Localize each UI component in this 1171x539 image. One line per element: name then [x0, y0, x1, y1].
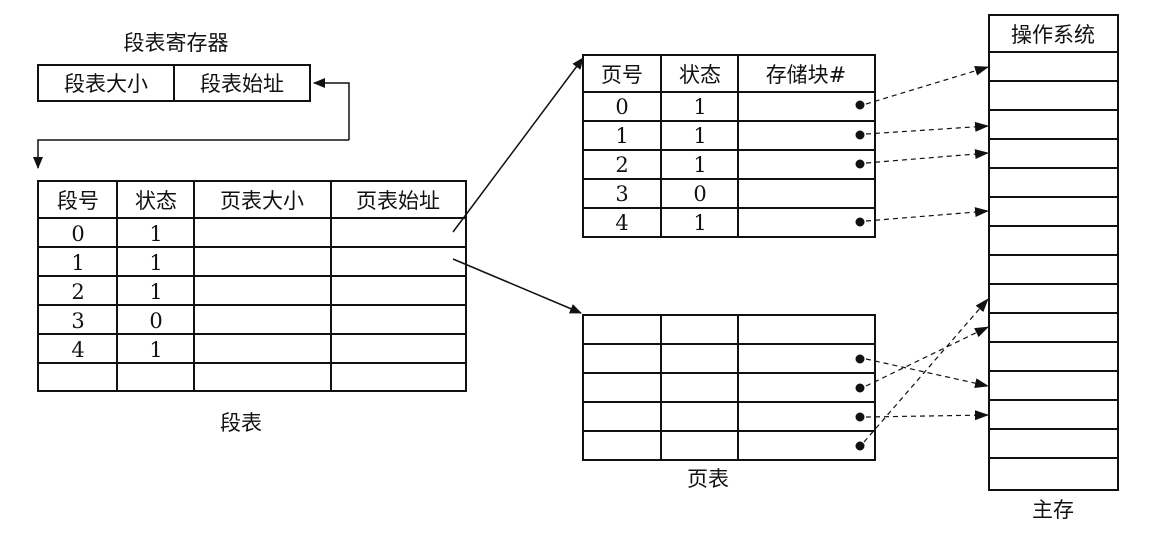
page-table-1-header-status: 状态 — [679, 63, 721, 87]
pt2-page-4-to-frame-arrow — [863, 298, 989, 443]
segment-table-grid — [37, 180, 467, 392]
register-connector — [33, 78, 350, 169]
register-cell-base: 段表始址 — [200, 72, 284, 96]
page-table-2-caption: 页表 — [687, 467, 729, 491]
segment-table-row-2-segno: 2 — [71, 280, 84, 304]
page-table-2-frame-pointer-1 — [855, 354, 865, 364]
segment-table-header-pt-base: 页表始址 — [356, 189, 440, 213]
segment-table-row-3-status: 0 — [149, 309, 162, 333]
segment-table-row-4-status: 1 — [149, 338, 162, 362]
main-memory: 操作系统 主存 — [988, 14, 1119, 522]
page-table-1-grid — [582, 54, 876, 238]
segment-table-row-0-segno: 0 — [71, 222, 84, 246]
pt2-page-1-to-frame-arrow — [865, 358, 989, 389]
page-table-1-header-pageno: 页号 — [601, 63, 643, 87]
register-cell-size: 段表大小 — [64, 72, 148, 96]
segment-1-to-page-table-2-arrow — [452, 258, 582, 314]
page-table-2: 页表 — [582, 314, 876, 491]
page-table-1-frame-pointer-2 — [855, 159, 865, 169]
page-table-1-row-4-pageno: 4 — [615, 211, 628, 235]
pt2-page-2-to-frame-arrow — [865, 326, 989, 387]
page-table-2-frame-pointer-4 — [855, 441, 865, 451]
register-title: 段表寄存器 — [124, 31, 229, 55]
page-table-2-grid — [582, 314, 876, 461]
page-table-1-frame-pointer-4 — [855, 217, 865, 227]
segment-table-row-2-status: 1 — [149, 280, 162, 304]
page-table-2-frame-pointer-2 — [855, 383, 865, 393]
register-grid — [37, 64, 311, 102]
segment-table-header-pt-size: 页表大小 — [220, 189, 304, 213]
page-table-1-row-1-pageno: 1 — [615, 124, 628, 148]
pt1-page-1-to-frame-arrow — [865, 121, 989, 135]
pt1-page-2-to-frame-arrow — [865, 149, 989, 164]
page-table-1-row-0-status: 1 — [693, 95, 706, 119]
page-table-1-row-1-status: 1 — [693, 124, 706, 148]
main-memory-caption: 主存 — [1032, 498, 1074, 522]
page-table-1-row-2-status: 1 — [693, 153, 706, 177]
segment-table-register: 段表寄存器 段表大小 段表始址 — [37, 31, 311, 102]
segment-table-header-segno: 段号 — [57, 189, 99, 213]
segment-0-to-page-table-1-arrow — [452, 57, 584, 233]
segment-table-row-1-segno: 1 — [71, 251, 84, 275]
page-table-1-frame-pointer-1 — [855, 130, 865, 140]
segment-table-row-0-status: 1 — [149, 222, 162, 246]
segment-to-page-table-connectors — [452, 57, 584, 314]
page-table-1-row-3-status: 0 — [693, 182, 706, 206]
register-to-register-arrow — [313, 78, 350, 140]
segment-table: 段号 状态 页表大小 页表始址 0 1 1 1 2 1 3 0 4 1 段表 — [37, 180, 467, 435]
page-table-2-frame-pointer-3 — [855, 412, 865, 422]
frame-mapping-arrows — [863, 65, 989, 443]
main-memory-grid — [988, 14, 1119, 491]
register-to-segment-table-arrow — [33, 139, 349, 169]
segment-table-caption: 段表 — [220, 411, 262, 435]
page-table-1-row-2-pageno: 2 — [615, 153, 628, 177]
page-table-1-header-frame: 存储块# — [766, 63, 847, 87]
pt1-page-0-to-frame-arrow — [865, 65, 989, 105]
page-table-1-row-3-pageno: 3 — [615, 182, 628, 206]
segment-table-row-3-segno: 3 — [71, 309, 84, 333]
pt2-page-3-to-frame-arrow — [865, 410, 989, 421]
page-table-1-row-4-status: 1 — [693, 211, 706, 235]
segment-table-row-4-segno: 4 — [71, 338, 84, 362]
segment-table-header-status: 状态 — [135, 189, 177, 213]
main-memory-os-label: 操作系统 — [1011, 23, 1095, 47]
page-table-1-frame-pointer-0 — [855, 100, 865, 110]
page-table-1: 页号 状态 存储块# 0 1 1 1 2 1 3 0 4 1 — [582, 54, 876, 238]
pt1-page-4-to-frame-arrow — [865, 207, 989, 222]
segment-table-row-1-status: 1 — [149, 251, 162, 275]
page-table-1-row-0-pageno: 0 — [615, 95, 628, 119]
